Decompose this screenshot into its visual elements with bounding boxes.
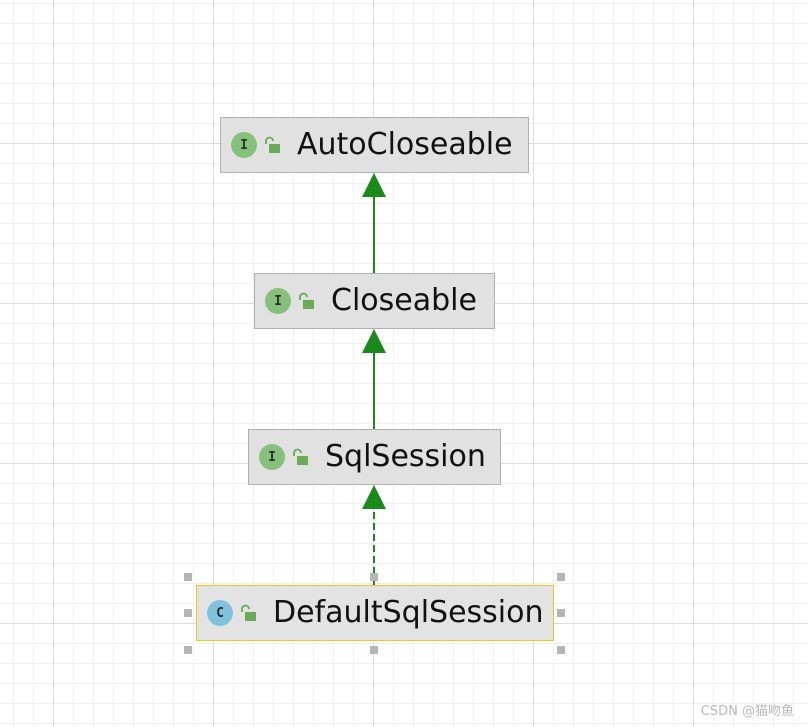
arrowhead-closeable [362, 329, 386, 353]
interface-icon: I [259, 444, 285, 470]
node-label: SqlSession [325, 439, 486, 474]
unlocked-icon [299, 292, 314, 309]
interface-icon: I [265, 288, 291, 314]
arrowhead-autocloseable [362, 173, 386, 197]
interface-icon: I [231, 132, 257, 158]
unlocked-icon [265, 136, 280, 153]
watermark: CSDN @猫吻鱼 [700, 704, 794, 719]
node-autocloseable[interactable]: I AutoCloseable [220, 117, 529, 173]
resize-handle-top-right[interactable] [557, 573, 565, 581]
resize-handle-bottom-left[interactable] [184, 646, 192, 654]
resize-handle-middle-right[interactable] [557, 609, 565, 617]
node-defaultsqlsession[interactable]: C DefaultSqlSession [196, 585, 554, 641]
resize-handle-top-left[interactable] [184, 573, 192, 581]
resize-handle-bottom-right[interactable] [557, 646, 565, 654]
node-label: Closeable [331, 283, 477, 318]
node-label: DefaultSqlSession [273, 595, 544, 630]
node-sqlsession[interactable]: I SqlSession [248, 429, 501, 485]
unlocked-icon [241, 604, 256, 621]
resize-handle-bottom-center[interactable] [370, 646, 378, 654]
resize-handle-middle-left[interactable] [184, 609, 192, 617]
node-closeable[interactable]: I Closeable [254, 273, 495, 329]
unlocked-icon [293, 448, 308, 465]
class-icon: C [207, 600, 233, 626]
resize-handle-top-center[interactable] [370, 573, 378, 581]
arrowhead-sqlsession [362, 485, 386, 509]
node-label: AutoCloseable [297, 127, 513, 162]
